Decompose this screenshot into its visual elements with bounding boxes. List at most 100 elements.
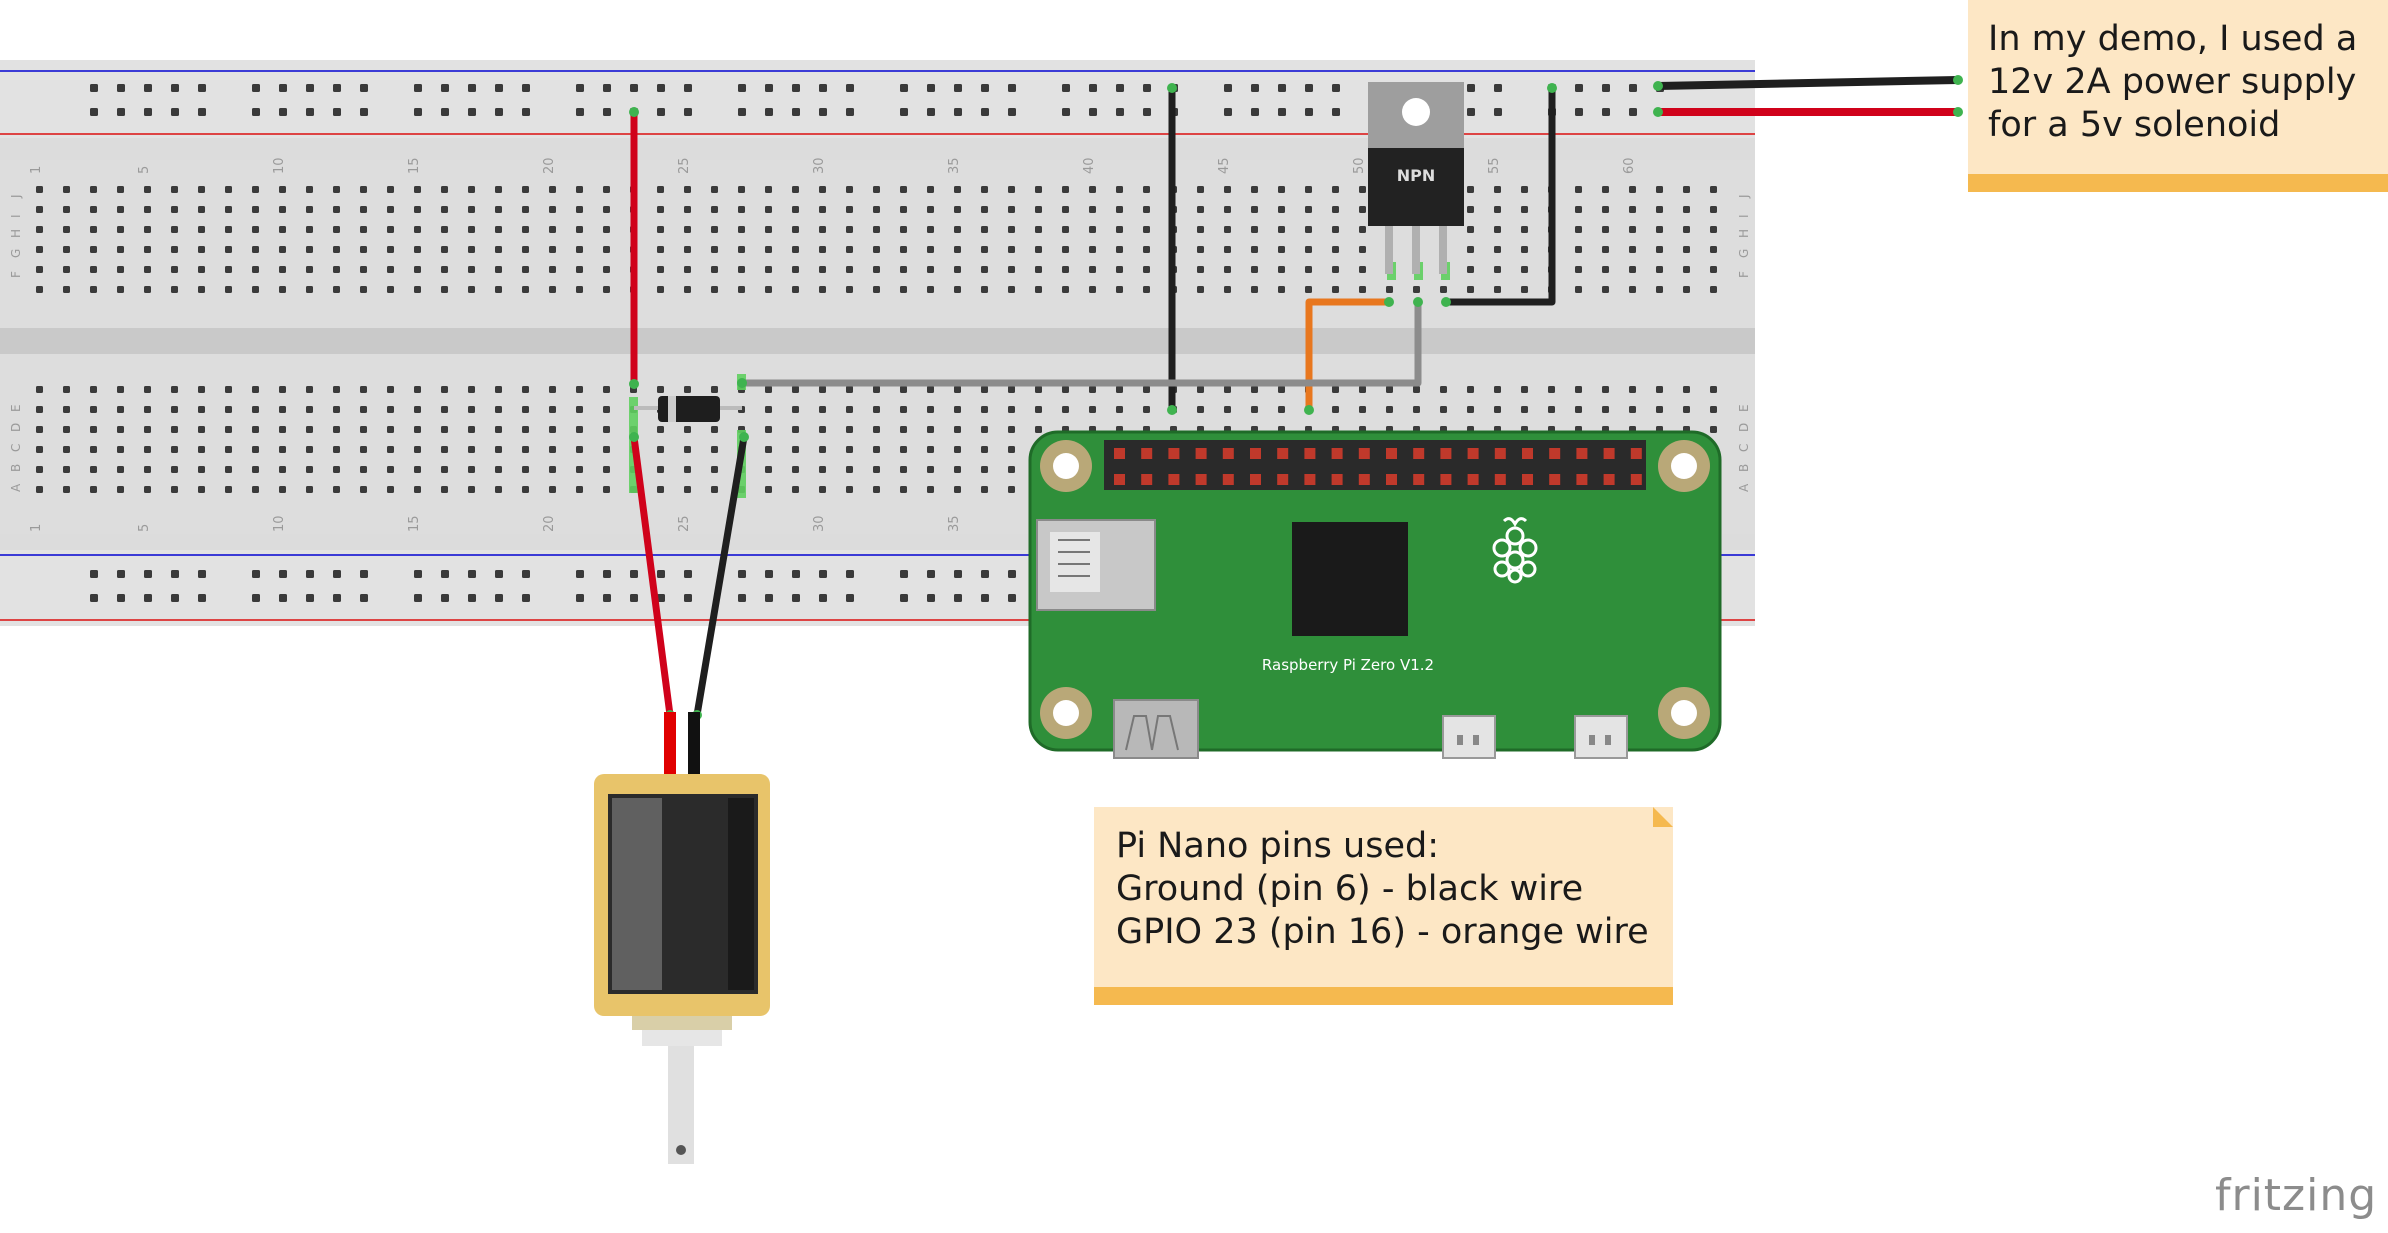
rail-hole <box>306 570 314 578</box>
rail-hole <box>576 84 584 92</box>
rail-hole <box>90 594 98 602</box>
gpio-pin <box>1250 448 1261 459</box>
rail-hole <box>198 594 206 602</box>
rail-hole <box>657 594 665 602</box>
rail-hole <box>1143 84 1151 92</box>
rail-hole <box>1089 84 1097 92</box>
mounting-hole <box>1040 440 1092 492</box>
rail-hole <box>1602 108 1610 116</box>
row-letter: A <box>1737 483 1751 492</box>
transistor-label: NPN <box>1397 166 1436 185</box>
rail-hole <box>1305 108 1313 116</box>
rail-hole <box>1062 84 1070 92</box>
rail-hole <box>792 84 800 92</box>
rail-hole <box>684 84 692 92</box>
rail-hole <box>765 594 773 602</box>
rail-hole <box>360 108 368 116</box>
raspberry-pi-zero: Raspberry Pi Zero V1.2 <box>1028 430 1722 759</box>
rail-hole <box>1116 84 1124 92</box>
sd-card-slot <box>1036 519 1156 611</box>
gpio-pin <box>1467 474 1479 485</box>
rail-hole <box>684 570 692 578</box>
rail-hole <box>738 108 746 116</box>
row-letter: B <box>1737 464 1751 472</box>
rail-hole <box>1575 84 1583 92</box>
rail-hole <box>1467 108 1475 116</box>
note-corner-fold <box>1653 807 1673 827</box>
terminal-holes-top <box>36 184 1737 304</box>
rail-hole <box>846 594 854 602</box>
rail-hole <box>846 108 854 116</box>
rail-hole <box>279 594 287 602</box>
gpio-pin <box>1141 448 1153 459</box>
gpio-pin <box>1440 448 1452 459</box>
column-number: 40 <box>1082 157 1097 174</box>
row-letter: F <box>1737 271 1751 278</box>
gpio-pin <box>1114 474 1125 485</box>
column-number: 20 <box>542 157 557 174</box>
rail-hole <box>333 84 341 92</box>
rail-hole <box>900 108 908 116</box>
column-number: 1 <box>29 166 44 174</box>
gpio-pin <box>1576 474 1588 485</box>
rail-hole <box>1251 84 1259 92</box>
rail-hole <box>522 84 530 92</box>
rail-hole <box>252 84 260 92</box>
micro-usb-port <box>1442 715 1496 759</box>
column-number: 25 <box>677 157 692 174</box>
gpio-pin <box>1522 448 1533 459</box>
column-number: 15 <box>407 515 422 532</box>
rail-hole <box>441 84 449 92</box>
rail-hole <box>927 570 935 578</box>
rail-hole <box>441 108 449 116</box>
rail-hole <box>522 570 530 578</box>
rail-hole <box>198 570 206 578</box>
rail-hole <box>1116 108 1124 116</box>
rail-hole <box>90 108 98 116</box>
rail-hole <box>1251 108 1259 116</box>
rail-hole <box>819 108 827 116</box>
rail-hole <box>603 594 611 602</box>
rail-hole <box>441 594 449 602</box>
column-number: 10 <box>272 515 287 532</box>
note-line: In my demo, I used a <box>1988 19 2358 59</box>
rail-hole <box>1224 84 1232 92</box>
column-number: 60 <box>1622 157 1637 174</box>
gpio-pin <box>1114 448 1125 459</box>
mounting-hole <box>1658 687 1710 739</box>
rail-hole <box>765 108 773 116</box>
rail-hole <box>657 84 665 92</box>
gpio-pin <box>1222 448 1234 459</box>
row-letter: B <box>9 464 23 472</box>
rail-hole <box>117 594 125 602</box>
rail-hole <box>738 84 746 92</box>
npn-transistor: NPN <box>1368 82 1464 274</box>
rail-hole <box>954 84 962 92</box>
rail-hole <box>360 594 368 602</box>
column-number: 5 <box>137 524 152 532</box>
rail-hole <box>144 108 152 116</box>
gpio-pin <box>1494 474 1506 485</box>
rail-hole <box>279 84 287 92</box>
mounting-hole <box>1658 440 1710 492</box>
row-letter: D <box>9 423 23 432</box>
column-number: 5 <box>137 166 152 174</box>
gpio-pin <box>1168 474 1180 485</box>
rail-hole <box>765 570 773 578</box>
gpio-pin <box>1168 448 1180 459</box>
column-number: 35 <box>947 515 962 532</box>
note-line: GPIO 23 (pin 16) - orange wire <box>1116 912 1649 952</box>
rail-hole <box>171 108 179 116</box>
gpio-pin <box>1603 448 1615 459</box>
note-footer-bar <box>1094 987 1673 1005</box>
fritzing-logo: fritzing <box>2215 1170 2378 1221</box>
gpio-pin <box>1141 474 1153 485</box>
rail-hole <box>927 84 935 92</box>
rail-hole <box>1467 84 1475 92</box>
gpio-pin <box>1358 474 1370 485</box>
processor-chip <box>1292 522 1408 636</box>
rail-hole <box>171 570 179 578</box>
